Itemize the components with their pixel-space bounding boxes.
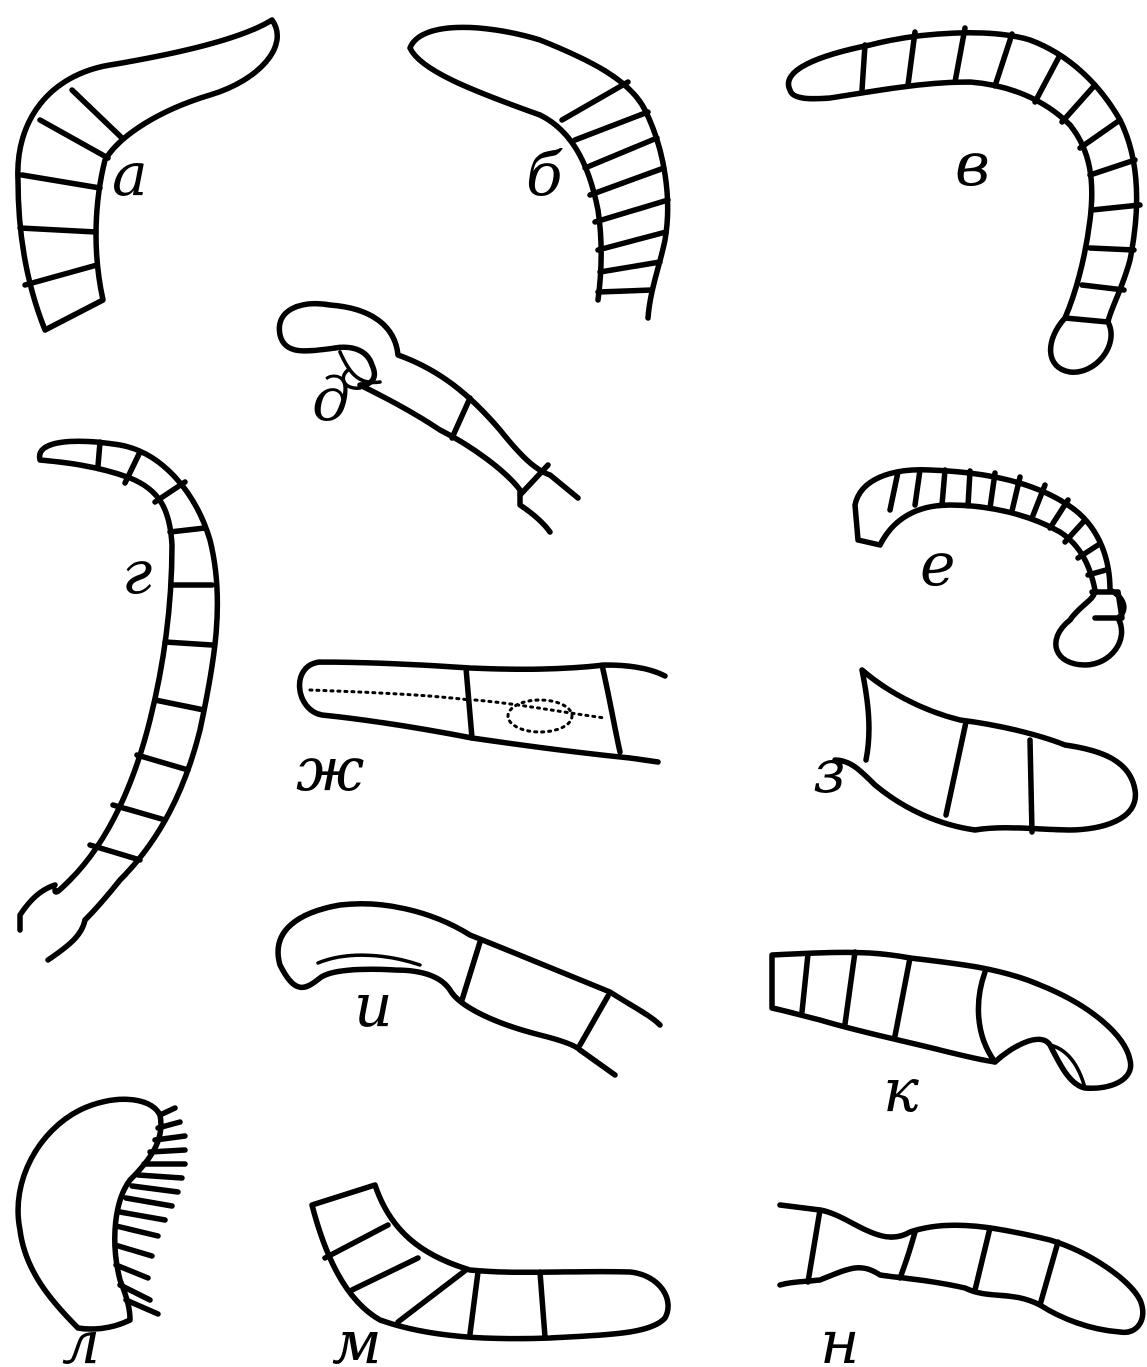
antenna-e: е: [855, 470, 1124, 665]
label-n: н: [820, 1308, 860, 1367]
antenna-b: б: [410, 27, 668, 318]
label-m: м: [332, 1308, 382, 1367]
label-z: з: [813, 737, 846, 807]
antenna-i: и: [278, 904, 660, 1075]
antenna-v: в: [788, 28, 1140, 372]
label-a: а: [112, 140, 148, 210]
antenna-k: к: [772, 952, 1131, 1126]
label-k: к: [883, 1056, 919, 1126]
label-d: д: [312, 365, 350, 435]
label-e: е: [920, 530, 956, 600]
label-b: б: [526, 140, 563, 210]
antenna-g: г: [20, 441, 217, 960]
antenna-zh: ж: [296, 662, 665, 805]
label-zh: ж: [296, 735, 364, 805]
label-l: л: [62, 1308, 100, 1367]
antenna-l: л: [18, 1099, 185, 1367]
label-i: и: [354, 971, 393, 1041]
antenna-d: д: [279, 304, 578, 532]
antenna-m: м: [312, 1185, 668, 1367]
antenna-a: а: [18, 20, 277, 330]
antenna-z: з: [813, 670, 1135, 832]
label-v: в: [955, 130, 990, 200]
antenna-n: н: [780, 1205, 1143, 1367]
label-g: г: [122, 538, 152, 608]
